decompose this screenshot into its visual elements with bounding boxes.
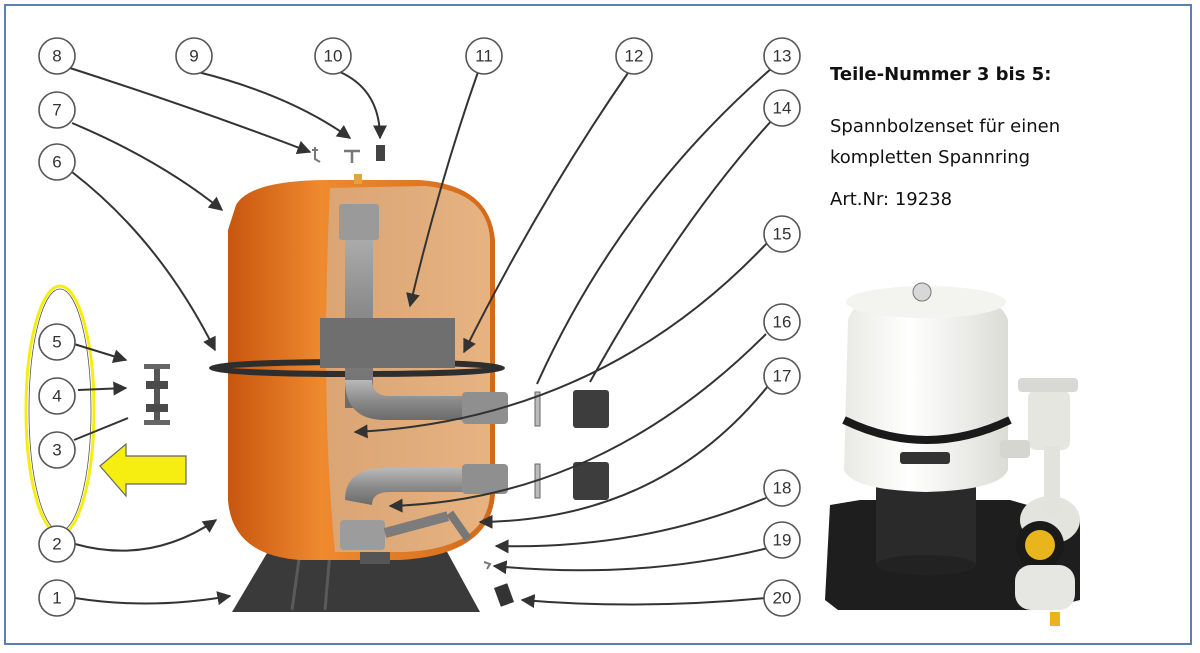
- svg-text:2: 2: [52, 535, 61, 554]
- callouts: 1 2 3 4 5 6 7 8 9 10 11 12 13 14 15 16 1…: [38, 37, 801, 617]
- part-14b-icon: [573, 462, 609, 500]
- callout-12: 12: [615, 37, 653, 75]
- info-description: Spannbolzenset für einen kompletten Span…: [830, 111, 1170, 173]
- part-20-icon: [494, 583, 514, 607]
- info-panel: Teile-Nummer 3 bis 5: Spannbolzenset für…: [830, 64, 1170, 210]
- product-tank: [844, 290, 1008, 492]
- info-description-line2: kompletten Spannring: [830, 147, 1031, 168]
- callout-7: 7: [38, 91, 76, 129]
- part-10-icon: [376, 145, 385, 161]
- part-14-icon: [573, 390, 609, 428]
- callout-4: 4: [38, 377, 76, 415]
- callout-3: 3: [38, 431, 76, 469]
- svg-text:14: 14: [773, 99, 792, 118]
- callout-16: 16: [763, 303, 801, 341]
- callout-2: 2: [38, 525, 76, 563]
- svg-text:17: 17: [773, 367, 792, 386]
- svg-text:4: 4: [52, 387, 61, 406]
- part-8-icon: [312, 147, 321, 163]
- svg-text:9: 9: [189, 47, 198, 66]
- callout-8: 8: [38, 37, 76, 75]
- callout-6: 6: [38, 143, 76, 181]
- product-photo: [825, 282, 1080, 626]
- callout-11: 11: [465, 37, 503, 75]
- callout-9: 9: [175, 37, 213, 75]
- callout-5: 5: [38, 323, 76, 361]
- part-13-icon: [534, 391, 541, 427]
- svg-text:16: 16: [773, 313, 792, 332]
- svg-text:15: 15: [773, 225, 792, 244]
- svg-text:5: 5: [52, 333, 61, 352]
- info-description-line1: Spannbolzenset für einen: [830, 116, 1061, 137]
- svg-text:8: 8: [52, 47, 61, 66]
- bolt-set-icon: [144, 364, 170, 425]
- callout-14: 14: [763, 89, 801, 127]
- svg-text:13: 13: [773, 47, 792, 66]
- callout-19: 19: [763, 521, 801, 559]
- svg-text:12: 12: [625, 47, 644, 66]
- internal-box: [320, 318, 455, 368]
- highlight-arrow: [99, 442, 187, 498]
- callout-1: 1: [38, 579, 76, 617]
- callout-17: 17: [763, 357, 801, 395]
- callout-18: 18: [763, 469, 801, 507]
- svg-text:18: 18: [773, 479, 792, 498]
- article-number: Art.Nr: 19238: [830, 189, 953, 210]
- info-heading: Teile-Nummer 3 bis 5:: [830, 64, 1052, 85]
- callout-20: 20: [763, 579, 801, 617]
- leader-lines: [69, 67, 775, 609]
- filter-tank-drawing: [209, 174, 508, 612]
- svg-text:3: 3: [52, 441, 61, 460]
- svg-text:20: 20: [773, 589, 792, 608]
- svg-text:1: 1: [52, 589, 61, 608]
- part-19-icon: [483, 561, 492, 570]
- multiport-valve: [1028, 390, 1070, 450]
- callout-13: 13: [763, 37, 801, 75]
- callout-10: 10: [314, 37, 352, 75]
- svg-text:10: 10: [324, 47, 343, 66]
- svg-text:19: 19: [773, 531, 792, 550]
- part-9-icon: [344, 149, 360, 163]
- pressure-gauge: [912, 282, 932, 302]
- svg-text:7: 7: [52, 101, 61, 120]
- svg-text:11: 11: [475, 47, 493, 66]
- svg-text:6: 6: [52, 153, 61, 172]
- callout-15: 15: [763, 215, 801, 253]
